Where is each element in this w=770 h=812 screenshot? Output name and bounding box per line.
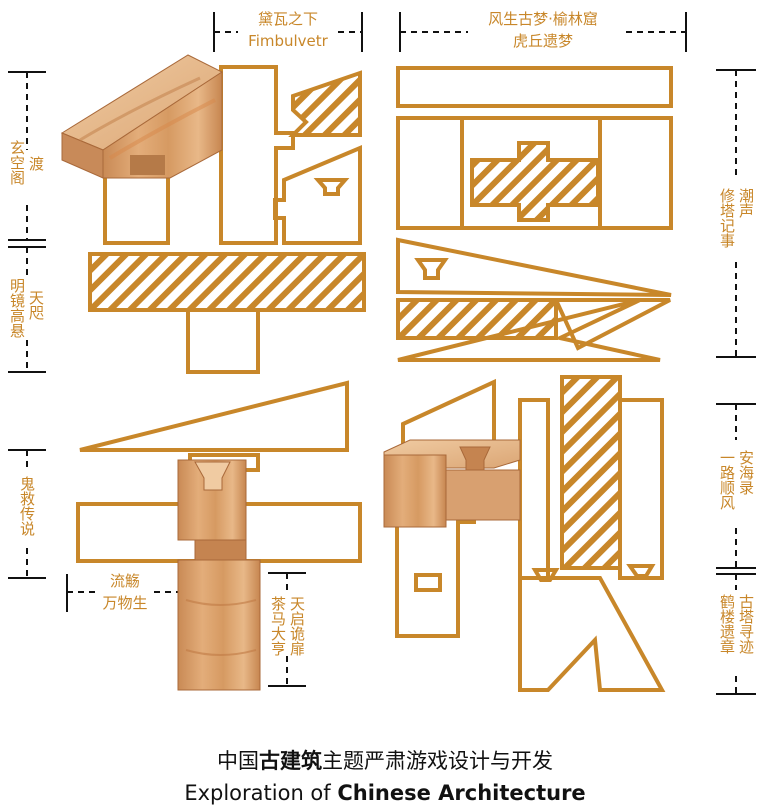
project-labels: 黛瓦之下 Fimbulvetr 风生古梦·榆林窟 虎丘遗梦 渡 玄空阁 天咫 明… xyxy=(8,10,755,656)
label-bottom-left-2: 万物生 xyxy=(102,594,147,612)
label-right-1-b: 修塔记事 xyxy=(718,188,736,248)
dimension-lines xyxy=(8,12,756,695)
label-bottom-mid-a: 天启诡扉 xyxy=(288,596,306,656)
label-left-1-b: 玄空阁 xyxy=(8,140,26,186)
label-left-2-a: 天咫 xyxy=(27,290,45,320)
label-top-left-1: 黛瓦之下 xyxy=(258,10,318,28)
label-left-3: 鬼救传说 xyxy=(18,476,36,537)
label-bottom-left-1: 流觞 xyxy=(110,572,140,590)
title-english: Exploration of Chinese Architecture xyxy=(184,781,585,805)
label-top-right-2: 虎丘遗梦 xyxy=(513,32,573,50)
title-chinese: 中国古建筑主题严肃游戏设计与开发 xyxy=(217,749,553,773)
wood-block-top-left xyxy=(60,54,224,179)
label-top-right-1: 风生古梦·榆林窟 xyxy=(488,10,598,28)
glyph-top-left xyxy=(88,65,366,374)
poster-title: 中国古建筑主题严肃游戏设计与开发 Exploration of Chinese … xyxy=(184,749,585,805)
label-right-1-a: 潮声 xyxy=(737,188,755,218)
label-right-2-a: 安海录 xyxy=(737,450,755,495)
label-right-3-b: 鹤楼遗章 xyxy=(718,594,736,654)
label-right-3-a: 古塔寻迹 xyxy=(737,594,755,655)
title-cn-bold: 古建筑 xyxy=(259,749,322,773)
label-bottom-mid-b: 茶马大亨 xyxy=(269,596,287,656)
label-top-left-2: Fimbulvetr xyxy=(248,32,328,50)
label-left-1-a: 渡 xyxy=(27,156,45,171)
glyph-top-right xyxy=(396,66,673,362)
label-right-2-b: 一路顺风 xyxy=(718,450,736,511)
title-cn-pre: 中国 xyxy=(217,749,259,773)
title-cn-post: 主题严肃游戏设计与开发 xyxy=(322,749,553,773)
title-en-pre: Exploration of xyxy=(184,781,337,805)
wood-block-bottom-right xyxy=(383,439,521,528)
label-left-2-b: 明镜高悬 xyxy=(8,278,26,338)
title-en-bold: Chinese Architecture xyxy=(337,781,585,805)
wood-post-bottom-left xyxy=(177,459,261,691)
glyph-bottom-right xyxy=(395,375,666,692)
